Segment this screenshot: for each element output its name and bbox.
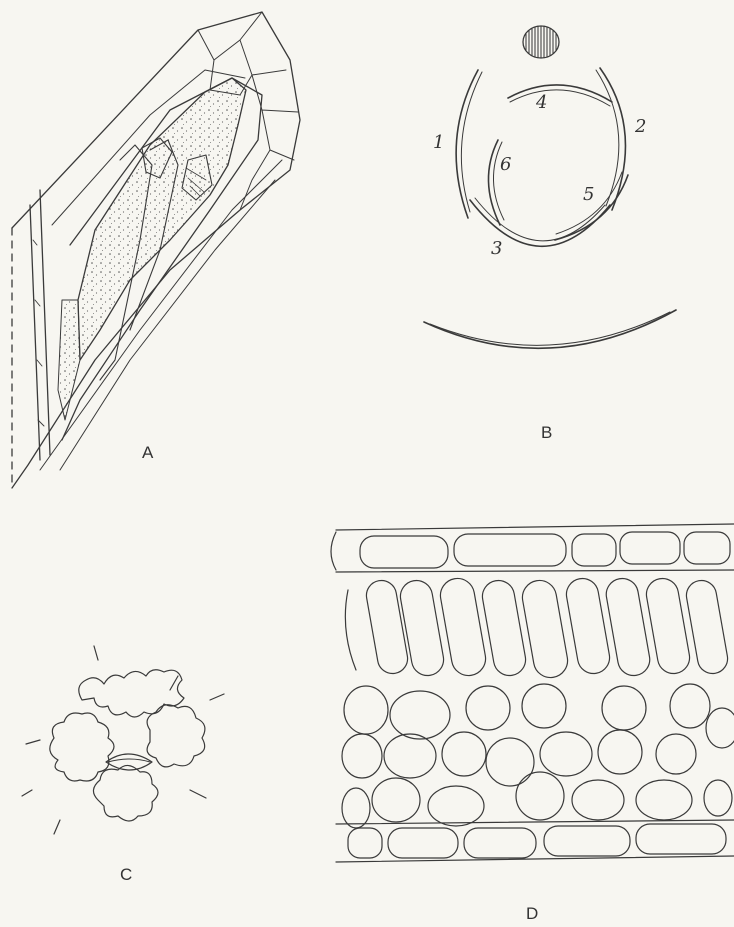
fig-b-arc-6 <box>488 140 500 225</box>
fig-b-number-5: 5 <box>583 186 594 204</box>
figure-a-drawing <box>12 12 300 488</box>
fig-d-lower-epidermis <box>336 820 734 862</box>
fig-b-number-3: 3 <box>491 240 502 258</box>
fig-c-cell-top <box>79 670 184 717</box>
figure-d-drawing <box>331 524 734 862</box>
fig-c-cell-right <box>147 705 205 767</box>
figure-b-drawing <box>424 26 676 348</box>
fig-d-spongy-layer <box>342 684 734 828</box>
fig-b-number-2: 2 <box>635 118 646 136</box>
fig-b-axis <box>523 26 559 58</box>
fig-c-stoma <box>106 754 152 770</box>
figure-label-d: D <box>526 905 538 922</box>
fig-b-bract <box>424 310 676 348</box>
fig-b-number-6: 6 <box>500 156 511 174</box>
fig-d-upper-epidermis <box>331 524 734 572</box>
fig-b-arc-4 <box>508 85 612 102</box>
fig-c-cell-bottom <box>93 765 158 821</box>
fig-a-stem <box>30 190 50 460</box>
figure-label-b: B <box>541 424 552 441</box>
fig-b-number-4: 4 <box>536 94 547 112</box>
figure-label-c: C <box>120 866 132 883</box>
fig-b-number-1: 1 <box>433 134 444 152</box>
fig-b-arc-1 <box>456 70 478 218</box>
figure-c-drawing <box>22 646 224 834</box>
figure-label-a: A <box>142 444 153 461</box>
fig-d-palisade-layer <box>345 576 730 680</box>
